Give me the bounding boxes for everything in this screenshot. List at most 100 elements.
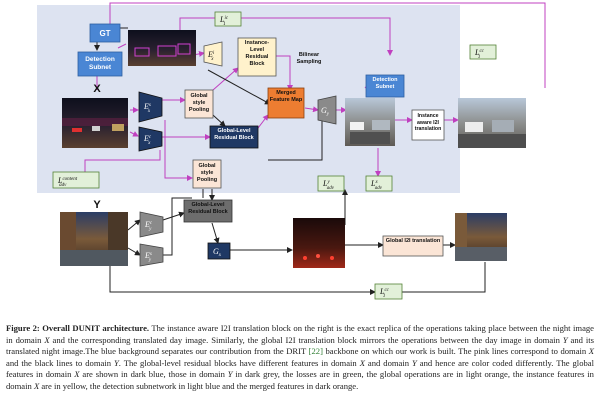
global-style-pooling-bottom: [192, 159, 222, 189]
svg-text:Esy: Esy: [144, 251, 152, 263]
caption-p1: The instance aware I2I translation block…: [6, 323, 594, 345]
image-gt-night: [128, 30, 196, 66]
image-right-day: [458, 98, 526, 148]
instance-i2i-label: Instance aware I2I translation: [414, 113, 442, 132]
caption-p6: . The global-level residual blocks have …: [118, 357, 360, 368]
gen-gy-sub: y: [326, 112, 330, 117]
enc-ex-c-sub: x: [147, 141, 151, 146]
loss-l1-ic-sub: 1: [223, 22, 226, 27]
caption-var-x1: X: [44, 334, 50, 345]
global-residual-block-top-label: Global-Level Residual Block: [214, 128, 254, 141]
image-translated-day: [345, 98, 395, 146]
caption-p3: and its translated night image.The blue …: [6, 334, 594, 357]
enc-ex-s-sup: s: [149, 103, 151, 108]
caption-var-y1: Y: [562, 334, 568, 345]
caption-p8: and hence are color coded differently. T…: [6, 357, 594, 380]
caption-p9: are shown in dark blue, those in domain: [79, 369, 228, 380]
gt-box: [89, 23, 121, 43]
loss-adv-x-sub: adv: [375, 186, 383, 191]
enc-ex-i-sub: x: [210, 57, 214, 62]
merged-feature-map: [267, 87, 305, 119]
global-style-pooling-bottom-label: Global style Pooling: [196, 163, 218, 183]
loss-adv-x-base: L: [370, 179, 376, 188]
merged-feature-map-label: Merged Feature Map: [269, 90, 303, 103]
global-residual-block-bottom-label: Global-Level Residual Block: [188, 202, 228, 215]
gen-gx-sub: x: [218, 253, 222, 258]
instance-residual-block: [237, 37, 277, 77]
enc-ey-s-base: E: [144, 251, 150, 260]
enc-ey-c-base: E: [144, 220, 150, 229]
gen-gy-base: G: [321, 106, 327, 115]
enc-ex-s-sub: x: [147, 109, 151, 114]
caption-p10: in dark grey, the losses are in green, t…: [6, 369, 594, 391]
encoder-ey-s: [139, 243, 164, 267]
svg-text:Esx: Esx: [143, 102, 151, 114]
generator-gx: [207, 242, 231, 260]
image-y-day: [60, 212, 128, 266]
figure-caption: Figure 2: Overall DUNIT architecture. Th…: [6, 323, 594, 393]
enc-ex-c-base: E: [143, 134, 149, 143]
detection-subnet-left-label: Detection Subnet: [85, 56, 115, 71]
global-i2i-label: Global I2I translation: [385, 238, 441, 244]
svg-text:Gx: Gx: [213, 247, 222, 258]
loss-l1-cc-right-sub: 1: [478, 55, 481, 60]
detection-subnet-left-box: [77, 51, 123, 77]
enc-ey-s-sub: y: [148, 258, 152, 263]
svg-text:Gy: Gy: [321, 106, 330, 117]
loss-content-sup: content: [62, 177, 77, 182]
caption-var-x5: X: [33, 380, 40, 391]
image-right-bottom-day: [455, 213, 507, 261]
encoder-ey-c: [139, 211, 164, 238]
global-style-pooling-top: [184, 89, 214, 119]
global-residual-block-top: [209, 125, 259, 149]
gt-label: GT: [99, 29, 110, 38]
instance-residual-block-label: Instance-Level Residual Block: [244, 40, 270, 67]
loss-adv-y-sup: y: [326, 180, 330, 185]
svg-text:Ecx: Ecx: [143, 134, 152, 146]
encoder-ex-i: [203, 41, 223, 67]
gen-gx-base: G: [213, 247, 219, 256]
loss-content-adv-box: [52, 171, 100, 189]
pink-lines: [84, 2, 546, 182]
global-i2i-box: [382, 235, 444, 257]
instance-i2i-box: [411, 109, 445, 141]
image-x-night: [62, 98, 128, 148]
encoder-ex-c: [138, 126, 163, 152]
black-lines: [94, 27, 486, 295]
caption-head: Figure 2: Overall DUNIT architecture.: [6, 323, 150, 333]
loss-l1-ic-sup: ic: [224, 16, 228, 21]
caption-var-x3: X: [359, 357, 365, 368]
enc-ey-s-sup: s: [150, 252, 152, 257]
loss-adv-x-box: [365, 175, 393, 192]
loss-content-sub: adv: [59, 183, 67, 188]
detection-subnet-right-label: Detection Subnet: [372, 77, 398, 90]
global-residual-block-bottom: [183, 199, 233, 223]
caption-p7: and domain: [364, 357, 413, 368]
detection-subnet-right-box: [365, 74, 405, 98]
loss-content-base: L: [57, 176, 63, 185]
caption-var-y4: Y: [227, 369, 233, 380]
caption-var-x4: X: [74, 369, 80, 380]
loss-adv-x-sup: x: [374, 180, 378, 185]
caption-var-x2: X: [588, 346, 594, 357]
loss-l1-cc-right-sup: cc: [479, 49, 484, 54]
svg-text:Ecy: Ecy: [144, 220, 153, 232]
generator-gy: [317, 95, 337, 125]
loss-adv-y-base: L: [322, 179, 328, 188]
loss-adv-y-box: [317, 175, 345, 192]
loss-l1-cc-right-box: [469, 44, 497, 60]
loss-l1-ic-base: L: [219, 15, 225, 24]
loss-l1-cc-bottom-box: [374, 283, 403, 300]
enc-ex-i-base: E: [207, 50, 213, 59]
dunit-architecture-diagram: GT Detection Subnet X Eix Esx Ecx Instan…: [37, 2, 546, 300]
svg-text:Eix: Eix: [207, 50, 215, 62]
caption-p11: are in yellow, the detection subnetwork …: [39, 380, 359, 391]
image-translated-night: [293, 218, 345, 268]
caption-ref[interactable]: [22]: [308, 346, 323, 357]
